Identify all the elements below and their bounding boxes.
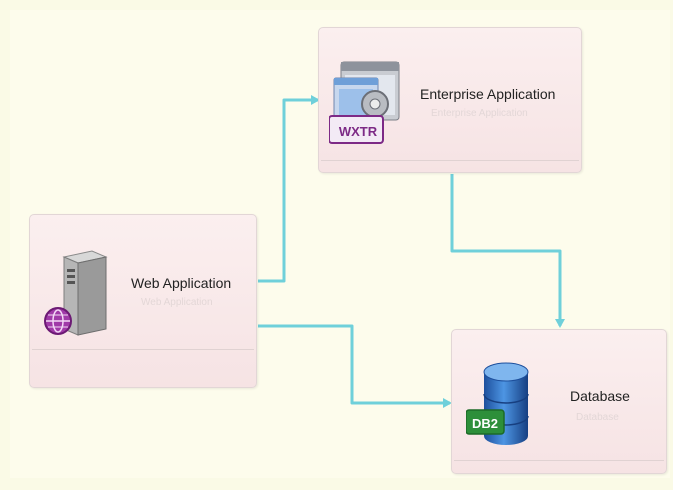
node-subtitle: Enterprise Application xyxy=(431,108,528,119)
node-subtitle: Database xyxy=(576,412,619,423)
node-title: Database xyxy=(570,388,630,404)
db2-badge: DB2 xyxy=(471,416,498,431)
node-database[interactable]: DB2 Database Database xyxy=(451,329,667,474)
node-web-application[interactable]: Web Application Web Application xyxy=(29,214,257,388)
database-icon xyxy=(466,362,529,445)
web-server-icon xyxy=(44,250,108,336)
connector-web-to-enterprise[interactable] xyxy=(258,95,320,283)
node-enterprise-application[interactable]: WXTR Enterprise Application Enterprise A… xyxy=(318,27,582,173)
wxtr-badge: WXTR xyxy=(338,124,378,139)
node-divider xyxy=(321,160,579,161)
connector-enterprise-to-database[interactable] xyxy=(450,174,565,328)
node-title: Web Application xyxy=(131,275,232,291)
enterprise-application-icon xyxy=(329,61,400,144)
node-divider xyxy=(454,460,664,461)
connector-web-to-database[interactable] xyxy=(258,324,452,408)
node-title: Enterprise Application xyxy=(420,86,556,102)
node-divider xyxy=(32,349,254,350)
node-subtitle: Web Application xyxy=(141,297,213,308)
